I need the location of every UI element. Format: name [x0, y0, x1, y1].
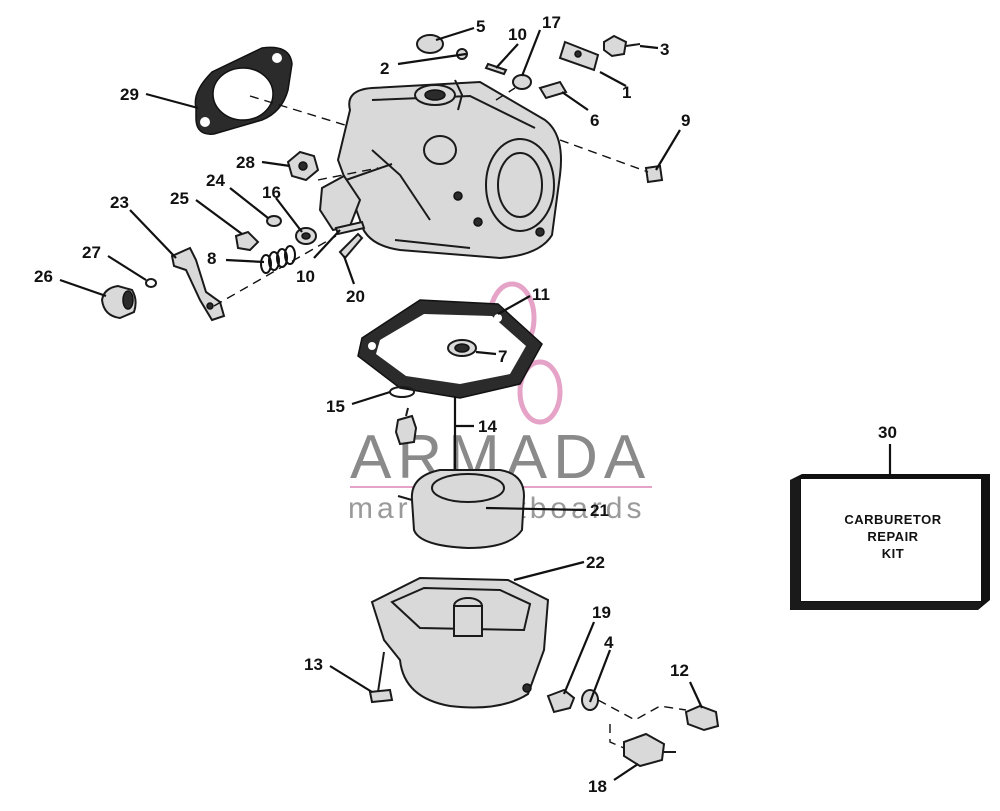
part-9-plug: [644, 164, 664, 184]
callout-24: 24: [206, 171, 225, 190]
part-22-float-bowl: [370, 576, 550, 709]
callout-9: 9: [681, 111, 690, 130]
kit-label-line-3: KIT: [882, 546, 904, 561]
callout-18: 18: [588, 777, 607, 796]
part-7-seal-bore: [454, 343, 470, 353]
callout-13: 13: [304, 655, 323, 674]
part-5-welch-plug: [416, 34, 444, 54]
part-28-nut-bore: [298, 161, 308, 171]
part-27-clip: [145, 278, 157, 288]
part-26-knob: [100, 284, 137, 320]
part-3-screw: [603, 34, 641, 58]
throttle-shaft: [345, 163, 393, 181]
kit-label-line-2: REPAIR: [867, 529, 918, 544]
part-8-spring: [260, 245, 296, 274]
callout-3: 3: [660, 40, 669, 59]
callout-8: 8: [207, 249, 216, 268]
callout-26: 26: [34, 267, 53, 286]
part-25-screw: [234, 230, 260, 252]
part-30-repair-kit-box: CARBURETOR REPAIR KIT: [790, 474, 990, 610]
callout-5: 5: [476, 17, 485, 36]
part-20-screw: [338, 232, 364, 260]
part-12-plug: [684, 704, 720, 732]
part-10-pin-upper: [484, 62, 508, 76]
callout-14: 14: [478, 417, 497, 436]
callout-11: 11: [532, 285, 550, 304]
callout-23: 23: [110, 193, 129, 212]
callout-2: 2: [380, 59, 389, 78]
part-23-throttle-lever: [170, 246, 226, 322]
callout-1: 1: [622, 83, 631, 102]
callout-10-upper: 10: [508, 25, 527, 44]
callout-7: 7: [498, 347, 507, 366]
callout-19: 19: [592, 603, 611, 622]
kit-label-line-1: CARBURETOR: [844, 512, 941, 527]
part-6-needle: [538, 80, 568, 100]
callout-29: 29: [120, 85, 139, 104]
callout-21: 21: [590, 501, 609, 520]
leader-lines: [59, 26, 892, 781]
callout-30: 30: [878, 423, 897, 442]
assembly-lines: [213, 87, 687, 749]
part-24-washer: [266, 215, 282, 227]
callout-20: 20: [346, 287, 365, 306]
callout-4: 4: [604, 633, 614, 652]
callout-6: 6: [590, 111, 599, 130]
part-19-jet: [546, 688, 576, 714]
callout-25: 25: [170, 189, 189, 208]
part-14-inlet-seat: [394, 407, 418, 446]
part-13-screw: [368, 651, 394, 704]
callout-22: 22: [586, 553, 605, 572]
part-21-float: [397, 469, 526, 550]
callout-27: 27: [82, 243, 101, 262]
callout-12: 12: [670, 661, 689, 680]
callout-17: 17: [542, 13, 561, 32]
part-18-fitting: [623, 732, 676, 768]
part-17-washer: [512, 74, 532, 90]
part-29-mounting-gasket: [194, 46, 293, 135]
callout-16: 16: [262, 183, 281, 202]
carburetor-body: [336, 79, 562, 260]
callout-28: 28: [236, 153, 255, 172]
callout-labels: 1 2 3 4 5 6 7 8 9 10 10 11 12 13 14 15 1…: [34, 13, 897, 796]
part-16-bore: [301, 232, 311, 240]
part-1-hole: [574, 50, 582, 58]
callout-15: 15: [326, 397, 345, 416]
callout-10-lower: 10: [296, 267, 315, 286]
